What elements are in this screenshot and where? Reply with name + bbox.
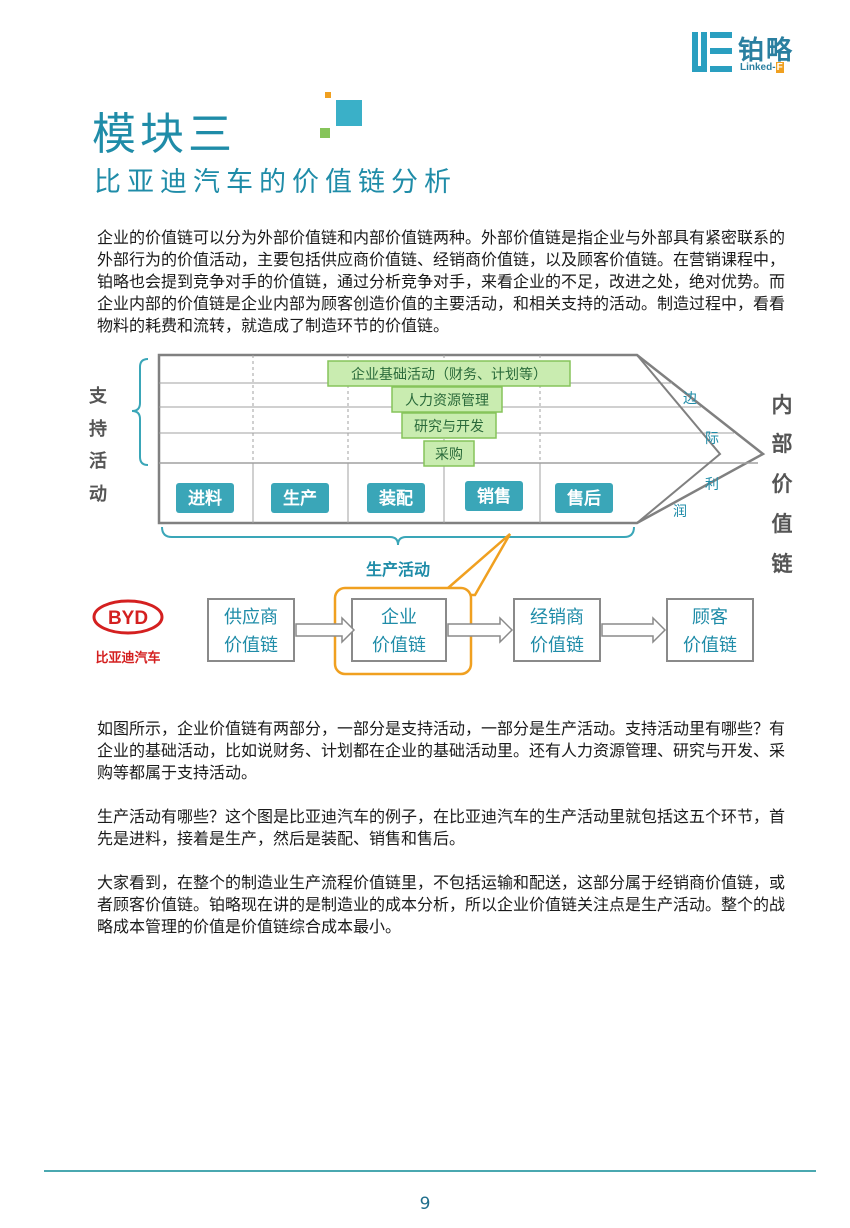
chain-supplier-line2: 价值链 <box>224 635 278 656</box>
callout-pointer <box>436 533 512 597</box>
margin-label-1: 边 <box>683 391 697 407</box>
support-activity-hr: 人力资源管理 <box>405 393 489 409</box>
body-paragraph-support: 如图所示，企业价值链有两部分，一部分是支持活动，一部分是生产活动。支持活动里有哪… <box>97 719 786 782</box>
chain-supplier-line1: 供应商 <box>224 607 278 628</box>
chain-enterprise-line2: 价值链 <box>372 635 426 656</box>
support-label-4: 动 <box>89 484 107 505</box>
chain-customer-line1: 顾客 <box>692 607 728 628</box>
support-brace-icon <box>131 358 149 466</box>
chain-customer-line2: 价值链 <box>683 635 737 656</box>
internal-chain-label-1: 内 <box>772 393 793 417</box>
production-brace-icon <box>161 526 635 546</box>
brand-name-cn: 铂略 <box>738 36 795 66</box>
page-number: 9 <box>419 1194 431 1214</box>
byd-logo-text: BYD <box>108 608 148 629</box>
support-label-1: 支 <box>88 385 108 407</box>
title-decoration-icon <box>320 92 362 138</box>
intro-paragraph: 企业的价值链可以分为外部价值链和内部价值链两种。外部价值链是指企业与外部具有紧密… <box>97 228 786 335</box>
page-subtitle: 比亚迪汽车的价值链分析 <box>94 167 457 198</box>
primary-activity-after-sales: 售后 <box>567 488 601 509</box>
chain-distributor-line1: 经销商 <box>530 607 584 628</box>
primary-activity-inbound: 进料 <box>188 488 222 509</box>
support-label-3: 活 <box>89 450 107 472</box>
internal-chain-label-2: 部 <box>772 432 793 456</box>
internal-chain-label-5: 链 <box>772 552 794 576</box>
margin-label-2: 际 <box>705 431 719 447</box>
footer-divider <box>44 1170 816 1172</box>
internal-chain-label-4: 值 <box>772 512 793 536</box>
chain-arrow-icon <box>295 616 667 644</box>
chain-enterprise-line1: 企业 <box>381 607 417 628</box>
module-title: 模块三 <box>92 109 236 160</box>
brand-logo: 铂略 Linked-F <box>692 32 822 76</box>
support-label-2: 持 <box>89 418 107 440</box>
support-activity-rd: 研究与开发 <box>414 419 484 435</box>
brand-name-en-suffix: F <box>775 62 784 73</box>
primary-activity-assembly: 装配 <box>378 488 413 509</box>
support-activity-purchasing: 采购 <box>435 447 463 463</box>
chain-distributor-line2: 价值链 <box>530 635 584 656</box>
value-chain-arrow-outline <box>157 353 766 525</box>
byd-name: 比亚迪汽车 <box>95 650 160 666</box>
body-paragraph-conclusion: 大家看到，在整个的制造业生产流程价值链里，不包括运输和配送，这部分属于经销商价值… <box>97 873 786 936</box>
support-activity-infrastructure: 企业基础活动（财务、计划等） <box>351 366 547 383</box>
internal-chain-label-3: 价 <box>772 472 794 496</box>
production-label: 生产活动 <box>366 560 430 579</box>
brand-name-en: Linked-F <box>740 62 784 73</box>
body-paragraph-production: 生产活动有哪些？这个图是比亚迪汽车的例子，在比亚迪汽车的生产活动里就包括这五个环… <box>97 807 786 848</box>
primary-activity-production: 生产 <box>283 488 317 509</box>
margin-label-3: 利 <box>705 477 719 493</box>
brand-logo-mark-icon <box>692 32 732 72</box>
margin-label-4: 润 <box>673 504 687 520</box>
value-chain-diagram: 企业基础活动（财务、计划等） 人力资源管理 研究与开发 采购 进料 生产 装配 … <box>88 353 794 676</box>
byd-logo-icon <box>92 599 164 635</box>
primary-activity-sales: 销售 <box>477 486 511 507</box>
